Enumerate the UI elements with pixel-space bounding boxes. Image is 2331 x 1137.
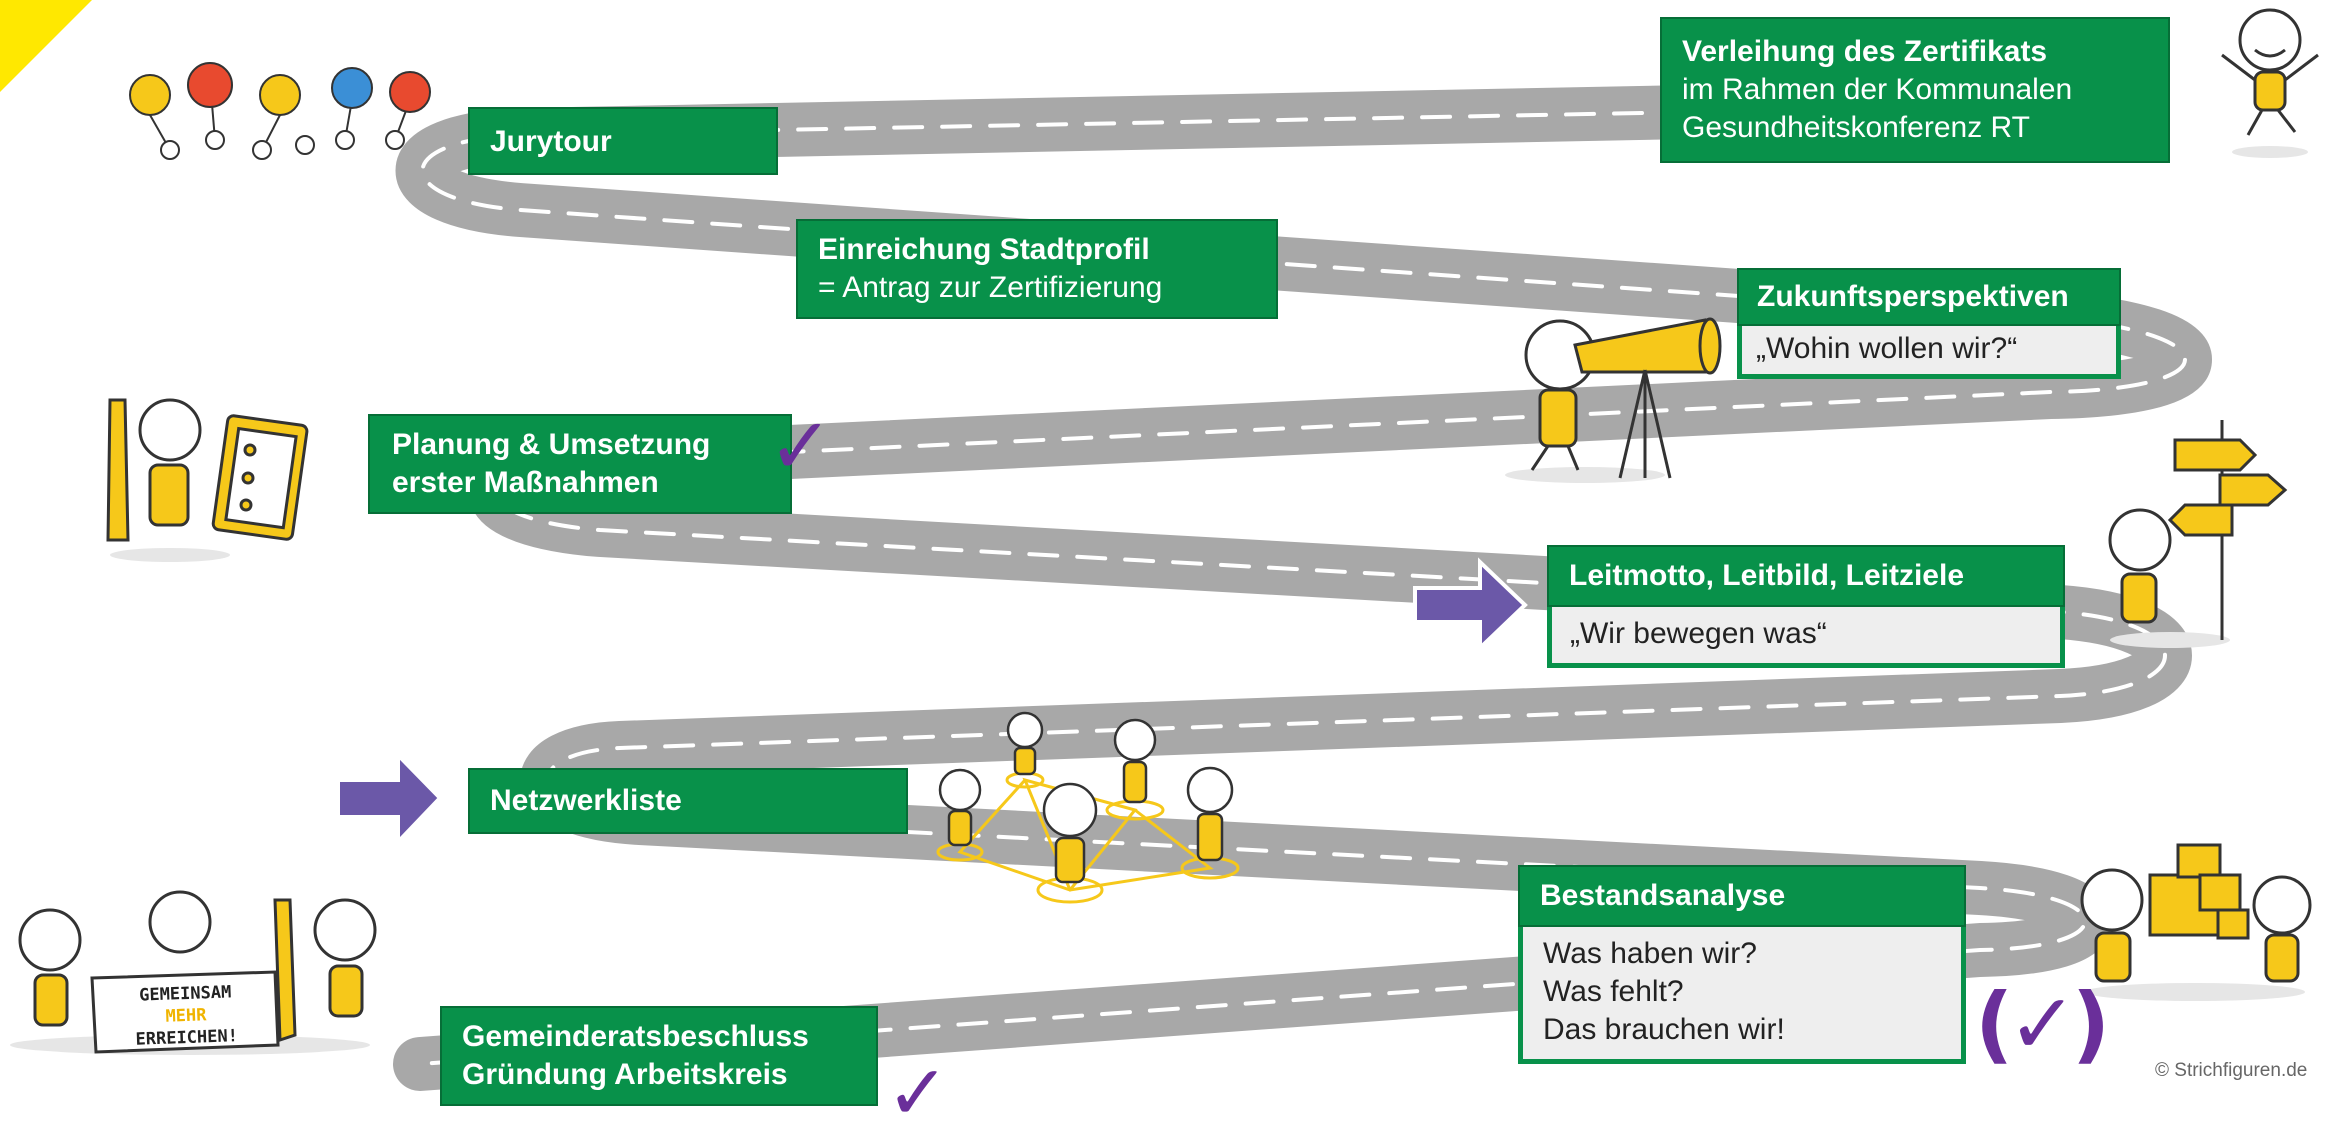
jumping-figure-icon bbox=[2221, 8, 2319, 158]
step-gemeinderat: Gemeinderatsbeschluss Gründung Arbeitskr… bbox=[440, 1006, 878, 1106]
step-quote: „Wohin wollen wir?“ bbox=[1756, 332, 2018, 365]
checkmark-icon: ✓ bbox=[886, 1048, 950, 1137]
step-jurytour: Jurytour bbox=[468, 107, 778, 175]
step-title: Netzwerkliste bbox=[490, 784, 682, 817]
arrow-right-icon bbox=[336, 750, 443, 847]
step-netzwerk: Netzwerkliste bbox=[468, 768, 908, 834]
step-title: Verleihung des Zertifikats bbox=[1682, 35, 2048, 68]
step-quote-line: Was haben wir? bbox=[1543, 937, 1757, 970]
step-title-line: Planung & Umsetzung bbox=[392, 428, 711, 461]
step-subtitle-line: Gesundheitskonferenz RT bbox=[1682, 111, 2030, 144]
step-verleihung: Verleihung des Zertifikats im Rahmen der… bbox=[1660, 17, 2170, 163]
step-title: Bestandsanalyse bbox=[1540, 879, 1786, 912]
step-title: Jurytour bbox=[490, 125, 612, 158]
step-planung: Planung & Umsetzung erster Maßnahmen bbox=[368, 414, 792, 514]
copyright: © Strichfiguren.de bbox=[2155, 1060, 2308, 1081]
boxes-icon bbox=[2080, 843, 2312, 1001]
emoji-balloon-icon bbox=[129, 62, 431, 160]
step-leitmotto: Leitmotto, Leitbild, Leitziele „Wir bewe… bbox=[1547, 545, 2065, 668]
checkmark-icon: (✓) bbox=[1975, 975, 2110, 1073]
step-title-line: Gemeinderatsbeschluss bbox=[462, 1020, 809, 1053]
corner-decoration bbox=[0, 0, 92, 92]
sign-text: GEMEINSAM MEHR ERREICHEN! bbox=[99, 980, 273, 1052]
step-title: Leitmotto, Leitbild, Leitziele bbox=[1569, 559, 1965, 592]
step-title-line: erster Maßnahmen bbox=[392, 466, 659, 499]
step-subtitle-line: = Antrag zur Zertifizierung bbox=[818, 271, 1163, 304]
step-title: Zukunftsperspektiven bbox=[1757, 280, 2069, 313]
step-quote-line: Was fehlt? bbox=[1543, 975, 1684, 1008]
signpost-icon bbox=[2108, 420, 2288, 648]
step-bestand: Bestandsanalyse Was haben wir? Was fehlt… bbox=[1518, 865, 1966, 1064]
step-zukunft: Zukunftsperspektiven „Wohin wollen wir?“ bbox=[1737, 268, 2121, 379]
step-title: Einreichung Stadtprofil bbox=[818, 233, 1150, 266]
step-subtitle-line: im Rahmen der Kommunalen bbox=[1682, 73, 2073, 106]
step-quote: „Wir bewegen was“ bbox=[1570, 617, 1827, 650]
sign-figures-icon bbox=[10, 890, 377, 1055]
step-einreichung: Einreichung Stadtprofil = Antrag zur Zer… bbox=[796, 219, 1278, 319]
clipboard-icon bbox=[106, 398, 309, 562]
step-quote-line: Das brauchen wir! bbox=[1543, 1013, 1785, 1046]
telescope-icon bbox=[1505, 317, 1722, 483]
checkmark-icon: ✓ bbox=[768, 402, 834, 492]
network-icon bbox=[936, 711, 1240, 904]
step-title-line: Gründung Arbeitskreis bbox=[462, 1058, 788, 1091]
arrow-right-icon bbox=[1413, 557, 1528, 653]
